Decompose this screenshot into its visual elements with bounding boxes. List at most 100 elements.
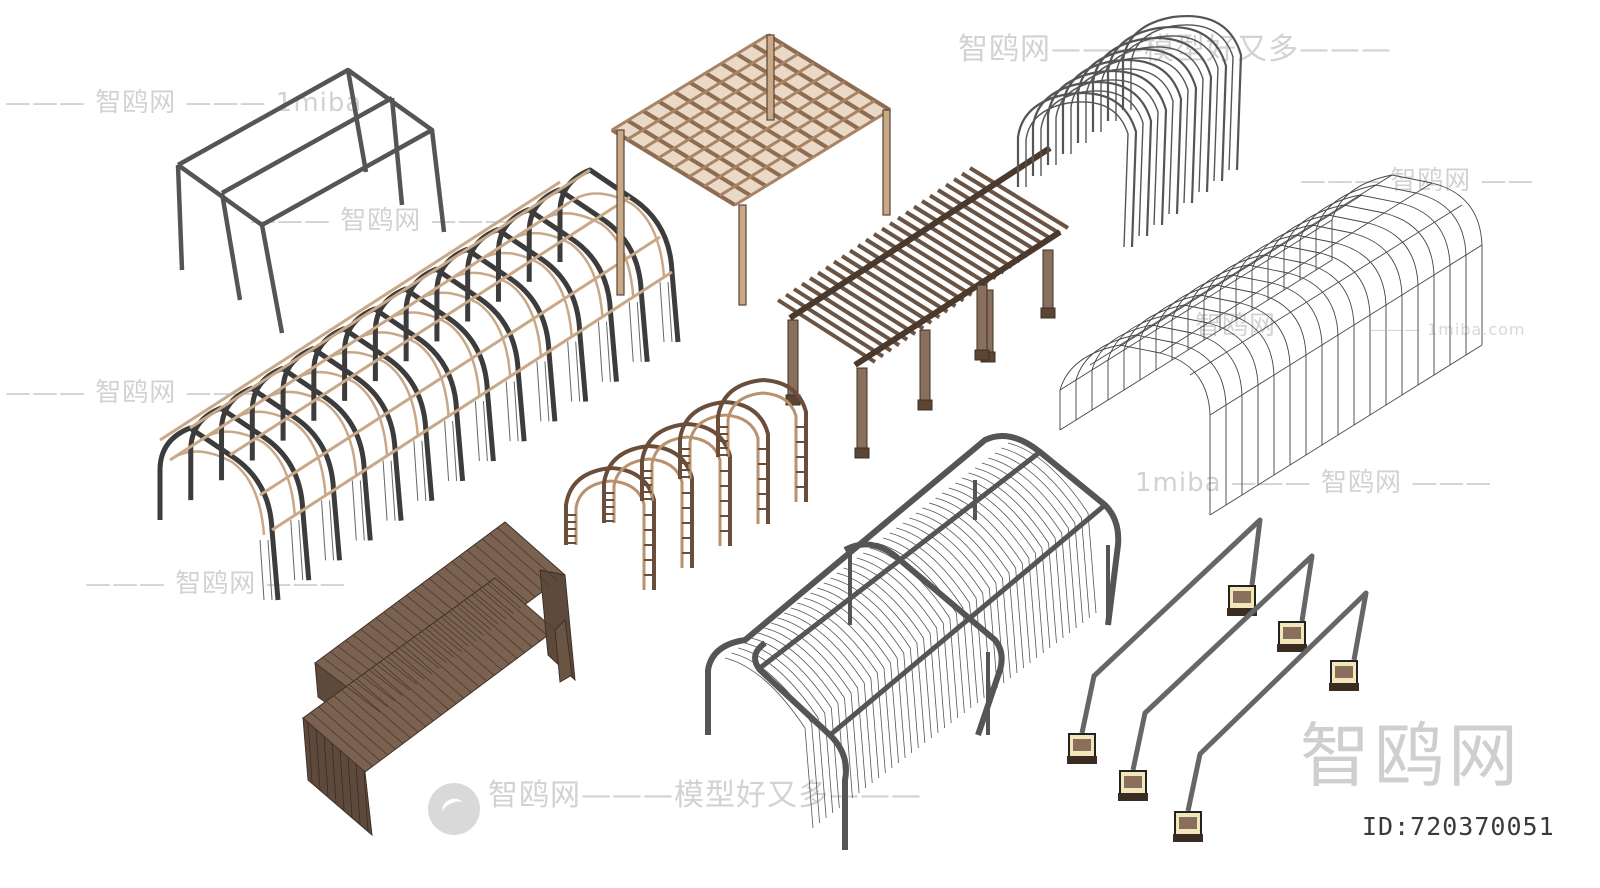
shelter-slat (481, 538, 544, 592)
tunnel-infill (667, 281, 673, 343)
tunnel-infill (259, 539, 265, 601)
slatted-timber-pergola (776, 145, 1070, 459)
canopy-wire (1001, 447, 1090, 619)
wire-arch (1251, 224, 1403, 395)
canopy-wire (928, 502, 1018, 674)
tunnel-purlin (229, 195, 631, 457)
grid-rafter (672, 71, 830, 169)
tunnel-timber-rib (569, 192, 666, 278)
canopy-wire (922, 507, 1011, 679)
tunnel-infill (267, 539, 273, 601)
grid-rafter (626, 43, 785, 141)
shelter-slat (487, 583, 548, 636)
tunnel-infill (413, 440, 419, 501)
wire-arch (1235, 234, 1387, 405)
pergola-slat (944, 182, 1045, 247)
lattice-arch-inner (612, 457, 684, 568)
tunnel-purlin (259, 235, 661, 497)
tunnel-timber-rib (292, 370, 389, 456)
canopy-wire (882, 537, 972, 709)
shelter-slat (433, 622, 495, 676)
tunnel-infill (351, 480, 357, 541)
grey-box-frame (175, 67, 447, 334)
pergola-slat (960, 171, 1062, 236)
tunnel-infill (321, 500, 327, 561)
wire-purlin (1059, 259, 1333, 431)
trellis-arch-inner (1085, 57, 1189, 204)
pergola-slat (920, 199, 1021, 264)
pergola-slat (864, 237, 965, 303)
portal-pillar-detail (1335, 666, 1353, 678)
tunnel-infill (597, 321, 603, 382)
tunnel-timber-rib (415, 291, 512, 377)
shelter-slat (390, 606, 455, 658)
shelter-slat (318, 706, 381, 761)
pergola-slat (784, 292, 885, 359)
tunnel-purlin (189, 168, 591, 430)
shelter-side-slat (307, 721, 313, 783)
portal-pillar-detail (1073, 739, 1091, 751)
tunnel-timber-rib (476, 251, 573, 337)
tunnel-timber-rib (261, 390, 358, 476)
pergola-slat (936, 188, 1037, 253)
tunnel-infill (474, 401, 480, 462)
model-id: ID:720370051 (1362, 812, 1555, 841)
pergola-post (976, 284, 988, 361)
tunnel-infill (359, 480, 365, 541)
shelter-slat (443, 566, 507, 620)
shelter-slat (448, 611, 510, 665)
tunnel-timber-rib (200, 430, 297, 516)
shelter-slat (379, 661, 442, 716)
shelter-slat (375, 617, 440, 669)
canopy-wire (777, 617, 867, 789)
pergola-slat (912, 204, 1013, 269)
canopy-wire (994, 452, 1084, 624)
tunnel-timber-rib (323, 351, 420, 436)
portal-pillar-base (1227, 608, 1257, 616)
portal-pillar-base (1277, 644, 1307, 652)
portal-pillar-base (1329, 683, 1359, 691)
tunnel-infill (567, 341, 573, 402)
pergola-slat (832, 259, 933, 325)
trellis-arch-inner (1130, 24, 1234, 171)
tunnel-timber-rib (169, 450, 266, 536)
watermark-big-logo: 智鸥网 (1300, 715, 1522, 797)
watermark-mid-left-2: ——— 智鸥网 ——— (5, 378, 267, 408)
canopy-wire (896, 527, 985, 699)
canopy-wire (981, 462, 1071, 634)
timber-grid-pergola (610, 33, 892, 306)
canopy-wire (909, 517, 998, 689)
canopy-ridge (758, 450, 1042, 670)
shelter-slat (367, 623, 433, 674)
shelter-slat (425, 628, 487, 682)
canopy-wire (961, 477, 1051, 649)
tunnel-infill (444, 420, 450, 481)
grid-post (738, 204, 747, 306)
shelter-slat (394, 650, 457, 705)
tunnel-infill (659, 281, 665, 343)
tunnel-purlin (159, 180, 561, 442)
wire-arch (1283, 204, 1435, 375)
tunnel-timber-rib (230, 410, 327, 496)
tunnel-arch (557, 167, 681, 343)
tunnel-infill (482, 401, 488, 462)
pergola-slat (888, 221, 989, 286)
portal-pillar-base (1118, 793, 1148, 801)
pergola-post (856, 367, 868, 459)
timber-lattice-arches (564, 377, 808, 590)
canopy-wire (823, 582, 913, 754)
grid-rafter (734, 108, 891, 207)
canopy-wire (817, 587, 906, 759)
wire-arch (1171, 274, 1323, 445)
lattice-arch-inner (688, 413, 760, 524)
grid-rafter (703, 89, 861, 188)
arched-steel-timber-tunnel (157, 167, 681, 601)
canopy-wire (988, 457, 1077, 629)
wireframe-arched-tunnel (1059, 174, 1483, 516)
canopy-wire (968, 472, 1057, 644)
tunnel-infill (298, 520, 304, 581)
shelter-slat (474, 544, 536, 598)
grid-rafter (718, 99, 876, 197)
lattice-arch-inner (574, 479, 646, 590)
